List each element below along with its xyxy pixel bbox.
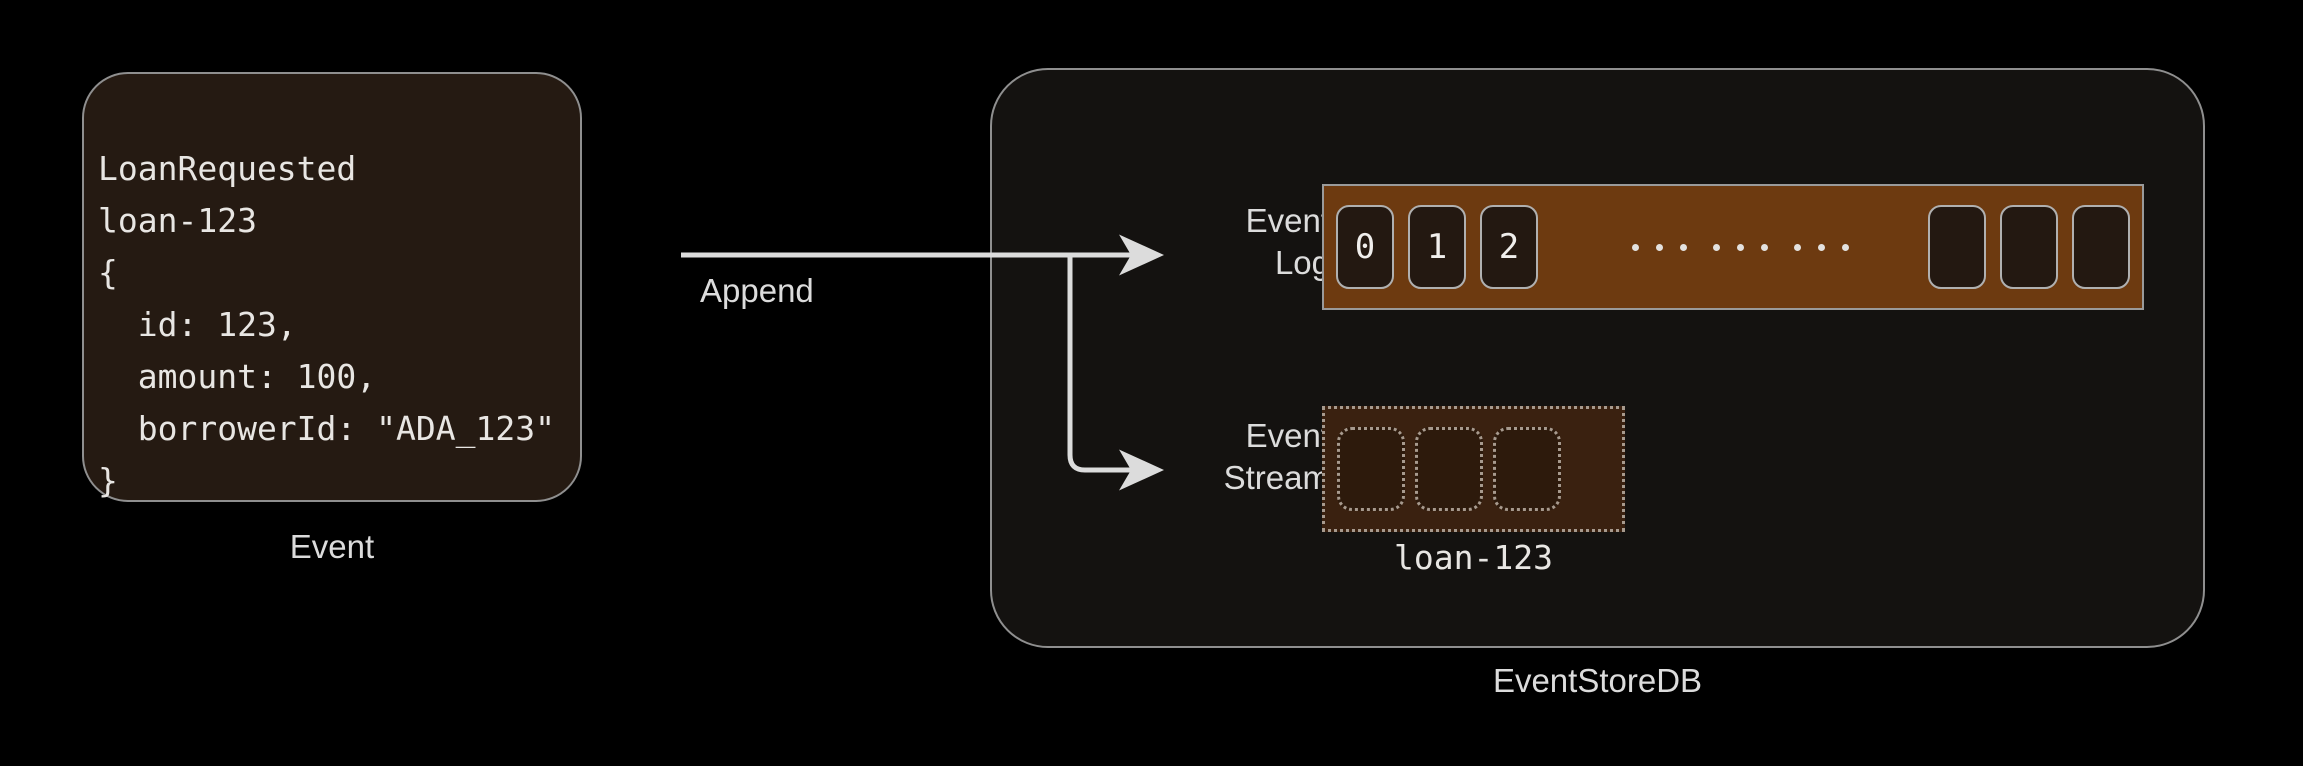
event-log-cell-empty — [1928, 205, 1986, 289]
event-log-cell-empty — [2000, 205, 2058, 289]
event-log-ellipsis — [1552, 243, 1928, 251]
event-log-trailing-cells — [1928, 205, 2130, 289]
event-stream-label-line2: Stream — [1223, 459, 1330, 496]
append-label: Append — [700, 272, 814, 309]
ellipsis-dot — [1817, 243, 1825, 251]
ellipsis-dot — [1655, 243, 1663, 251]
event-log-cell-2: 2 — [1480, 205, 1538, 289]
event-log-label: Event Log — [1070, 200, 1330, 284]
ellipsis-group — [1631, 243, 1687, 251]
event-stream-cell — [1493, 427, 1561, 511]
event-stream-caption: loan-123 — [1394, 538, 1553, 577]
event-stream-label: Event Stream — [1050, 415, 1330, 499]
event-card-caption: Event — [289, 528, 375, 565]
event-stream-cell — [1337, 427, 1405, 511]
event-log-cell-0: 0 — [1336, 205, 1394, 289]
event-log-cell-1: 1 — [1408, 205, 1466, 289]
eventstoredb-container — [990, 68, 2205, 648]
ellipsis-dot — [1736, 243, 1744, 251]
ellipsis-dot — [1712, 243, 1720, 251]
ellipsis-dot — [1631, 243, 1639, 251]
event-log-bar: 0 1 2 — [1322, 184, 2144, 310]
event-card-code: LoanRequested loan-123 { id: 123, amount… — [98, 149, 555, 500]
ellipsis-dot — [1679, 243, 1687, 251]
event-log-label-line1: Event — [1245, 202, 1330, 239]
ellipsis-group — [1793, 243, 1849, 251]
event-log-label-line2: Log — [1274, 244, 1330, 281]
ellipsis-dot — [1793, 243, 1801, 251]
event-card — [82, 72, 582, 502]
event-stream-bar — [1322, 406, 1625, 532]
event-log-cell-empty — [2072, 205, 2130, 289]
ellipsis-group — [1712, 243, 1768, 251]
event-stream-cell — [1415, 427, 1483, 511]
ellipsis-dot — [1841, 243, 1849, 251]
ellipsis-dot — [1760, 243, 1768, 251]
eventstoredb-caption: EventStoreDB — [1492, 662, 1703, 699]
event-stream-label-line1: Event — [1245, 417, 1330, 454]
